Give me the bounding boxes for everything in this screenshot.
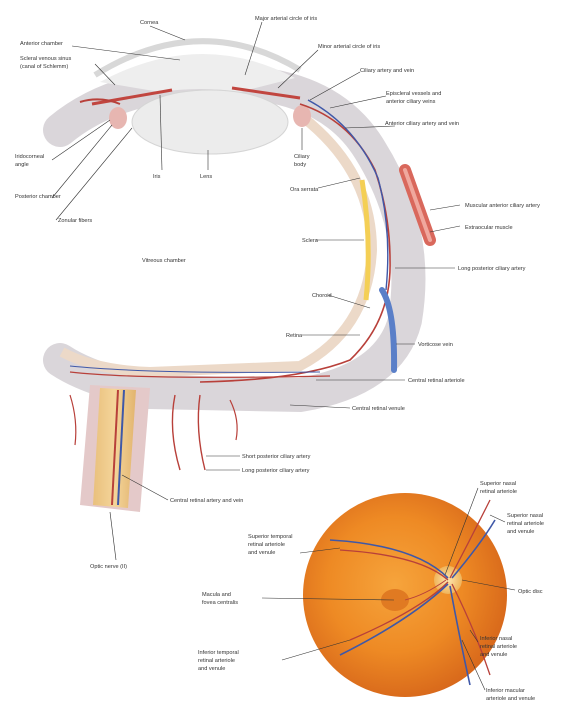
fundus-view [303,493,507,697]
label-posterior-chamber: Posterior chamber [15,194,61,200]
label-choroid: Choroid [312,293,332,299]
label-anterior-chamber: Anterior chamber [20,41,63,47]
label-inf-nasal-2: retinal arteriole [480,644,517,650]
label-inf-temporal-3: and venule [198,666,225,672]
label-sup-nasal-2: retinal arteriole [507,521,544,527]
label-vorticose-vein: Vorticose vein [418,342,453,348]
ciliary-body-right [293,105,311,127]
label-short-posterior-ciliary: Short posterior ciliary artery [242,454,311,460]
label-macula-2: fovea centralis [202,600,238,606]
label-inf-temporal-1: Inferior temporal [198,650,239,656]
label-lens: Lens [200,174,212,180]
label-cornea: Cornea [140,20,159,26]
label-anterior-ciliary-vessels: Anterior ciliary artery and vein [385,121,459,127]
label-episcleral-2: anterior ciliary veins [386,99,436,105]
label-iridocorneal-1: Iridocorneal [15,154,44,160]
label-ora-serrata: Ora serrata [290,187,319,193]
label-central-retinal-arteriole: Central retinal arteriole [408,378,465,384]
label-iridocorneal-2: angle [15,162,29,168]
label-muscular-anterior: Muscular anterior ciliary artery [465,203,540,209]
label-extraocular-muscle: Extraocular muscle [465,225,513,231]
label-sclera: Sclera [302,238,319,244]
lens [132,90,288,154]
label-iris: Iris [153,174,161,180]
label-fovea-2: retinal arteriole [480,489,517,495]
label-episcleral-1: Episcleral vessels and [386,91,441,97]
label-long-posterior-ciliary: Long posterior ciliary artery [458,266,526,272]
label-ciliary-body-1: Ciliary [294,154,310,160]
label-inf-temporal-2: retinal arteriole [198,658,235,664]
label-sup-temporal-1: Superior temporal [248,534,292,540]
label-inf-nasal-branch-2: arteriole and venule [486,696,535,702]
label-central-retinal-venule: Central retinal venule [352,406,405,412]
label-vitreous-chamber: Vitreous chamber [142,258,186,264]
label-sup-nasal-3: and venule [507,529,534,535]
optic-nerve-section [80,385,150,512]
label-sup-temporal-3: and venule [248,550,275,556]
label-inf-nasal-1: Inferior nasal [480,636,512,642]
label-ciliary-artery-vein: Ciliary artery and vein [360,68,414,74]
label-central-retinal-vessels: Central retinal artery and vein [170,498,243,504]
label-retina: Retina [286,333,303,339]
label-optic-disc: Optic disc [518,589,543,595]
label-inf-nasal-branch-1: Inferior macular [486,688,525,694]
label-minor-arterial-circle: Minor arterial circle of iris [318,44,380,50]
label-sup-nasal-1: Superior nasal [507,513,543,519]
label-macula-1: Macula and [202,592,231,598]
label-major-arterial-circle: Major arterial circle of iris [255,16,317,22]
ciliary-branch-left [70,395,76,445]
label-inf-nasal-3: and venule [480,652,507,658]
label-fovea-1: Superior nasal [480,481,516,487]
label-sup-temporal-2: retinal arteriole [248,542,285,548]
label-scleral-venous-sinus-2: (canal of Schlemm) [20,64,68,70]
label-optic-nerve: Optic nerve (II) [90,564,127,570]
label-zonular-fibers: Zonular fibers [58,218,92,224]
label-long-posterior-ciliary-lower: Long posterior ciliary artery [242,468,310,474]
label-scleral-venous-sinus-1: Scleral venous sinus [20,56,72,62]
label-ciliary-body-2: body [294,162,306,168]
